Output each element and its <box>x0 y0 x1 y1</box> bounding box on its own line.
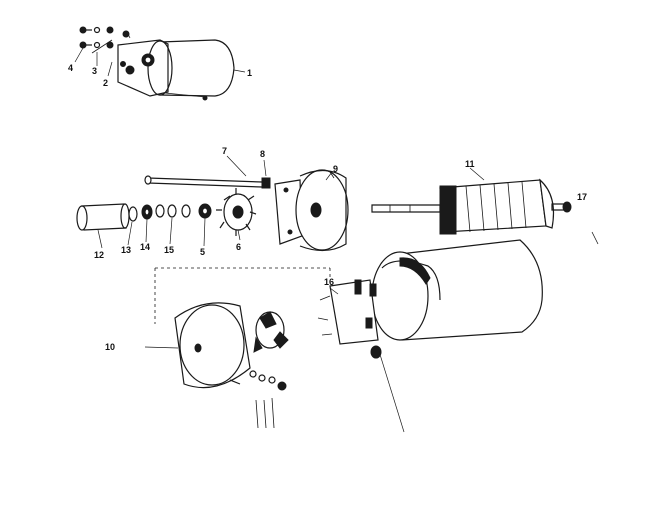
label-part-15: 15 <box>164 245 174 255</box>
label-part-12: 12 <box>94 250 104 260</box>
label-part-4: 4 <box>68 63 73 73</box>
drive-sleeve <box>76 203 130 231</box>
small-fasteners-top <box>79 26 114 54</box>
label-part-1: 1 <box>247 68 252 78</box>
label-part-11: 11 <box>465 159 475 169</box>
bottom-fasteners <box>249 370 287 429</box>
assembled-starter-motor <box>117 30 235 101</box>
label-part-8: 8 <box>260 149 265 159</box>
commutator-end-cap <box>174 302 251 389</box>
drive-end-housing <box>274 169 349 252</box>
armature <box>371 178 572 235</box>
field-frame <box>371 239 543 341</box>
label-part-3: 3 <box>92 66 97 76</box>
label-part-2: 2 <box>103 78 108 88</box>
label-part-5: 5 <box>200 247 205 257</box>
label-part-7: 7 <box>222 146 227 156</box>
label-part-17: 17 <box>577 192 587 202</box>
brush-holder <box>253 311 289 353</box>
through-bolt <box>144 175 271 189</box>
assembly-guide-lines <box>154 231 599 433</box>
brush-plate <box>317 279 382 359</box>
label-part-14: 14 <box>140 242 150 252</box>
label-part-16: 16 <box>324 277 334 287</box>
part-labels: 1 2 3 4 5 6 7 8 9 10 11 12 13 14 15 16 1… <box>68 63 587 352</box>
label-part-6: 6 <box>236 242 241 252</box>
label-part-9: 9 <box>333 164 338 174</box>
leader-lines <box>74 47 485 349</box>
label-part-13: 13 <box>121 245 131 255</box>
drive-washers <box>128 203 212 222</box>
label-part-10: 10 <box>105 342 115 352</box>
drive-gear <box>216 188 257 236</box>
